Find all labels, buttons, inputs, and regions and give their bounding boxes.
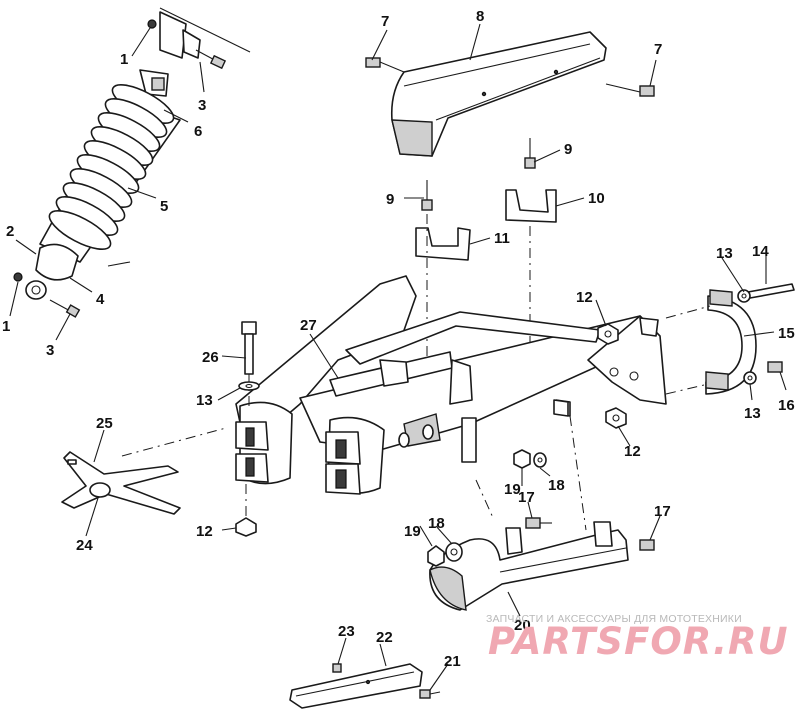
screw-21 bbox=[419, 689, 441, 699]
cross-plate bbox=[61, 451, 181, 515]
callout-labels: 1 3 6 5 2 4 1 3 7 8 7 9 9 10 11 13 14 12… bbox=[2, 8, 795, 670]
nut-19-lower bbox=[427, 545, 445, 567]
callout-7-right: 7 bbox=[654, 41, 662, 58]
callout-22: 22 bbox=[376, 629, 393, 646]
bolt-16 bbox=[767, 361, 783, 373]
nut-12-lower bbox=[605, 407, 627, 429]
callout-23: 23 bbox=[338, 623, 355, 640]
callout-8: 8 bbox=[476, 8, 484, 25]
callout-12-lower: 12 bbox=[624, 443, 641, 460]
lower-skid-slide bbox=[429, 521, 629, 611]
callout-11: 11 bbox=[494, 230, 510, 247]
callout-18-lower: 18 bbox=[428, 515, 445, 532]
leader-lines bbox=[9, 23, 787, 691]
bolt-14 bbox=[747, 283, 795, 299]
callout-16: 16 bbox=[778, 397, 795, 414]
callout-9-right: 9 bbox=[564, 141, 572, 158]
callout-10: 10 bbox=[588, 190, 605, 207]
bolt-17-center bbox=[525, 517, 552, 529]
callout-24: 24 bbox=[76, 537, 93, 554]
callout-13-left: 13 bbox=[196, 392, 213, 409]
bolt-9-right bbox=[524, 138, 536, 169]
callout-7-left: 7 bbox=[381, 13, 389, 30]
nut-19-upper bbox=[513, 449, 531, 469]
callout-2: 2 bbox=[6, 223, 14, 240]
washer-18-lower bbox=[445, 542, 463, 562]
nut-12-upper bbox=[597, 323, 619, 345]
top-flap-cover bbox=[390, 31, 607, 157]
callout-26: 26 bbox=[202, 349, 219, 366]
callout-14: 14 bbox=[752, 243, 769, 260]
flap-bolt-left bbox=[365, 57, 405, 73]
callout-20: 20 bbox=[514, 617, 531, 634]
callout-12-upper: 12 bbox=[576, 289, 593, 306]
wear-bar bbox=[289, 663, 423, 709]
washer-13-left bbox=[238, 381, 260, 391]
frame-clamp-center bbox=[325, 416, 385, 495]
frame-clamp-left bbox=[235, 401, 293, 485]
right-clamp-cap bbox=[705, 289, 757, 395]
screw-23 bbox=[332, 663, 342, 673]
watermark-tagline: ЗАПЧАСТИ И АКСЕССУАРЫ ДЛЯ МОТОТЕХНИКИ bbox=[486, 613, 742, 625]
callout-21: 21 bbox=[444, 653, 461, 670]
callout-1-top: 1 bbox=[120, 51, 128, 68]
callout-3-bottom: 3 bbox=[46, 342, 54, 359]
callout-1-bottom: 1 bbox=[2, 318, 10, 335]
callout-25: 25 bbox=[96, 415, 113, 432]
rail-plate bbox=[461, 399, 569, 463]
washer-18-upper bbox=[533, 452, 547, 468]
bolt-26 bbox=[241, 321, 257, 408]
callout-15: 15 bbox=[778, 325, 795, 342]
callout-12-left: 12 bbox=[196, 523, 213, 540]
watermark-logo: PARTSFOR.RU bbox=[488, 620, 789, 663]
callout-6: 6 bbox=[194, 123, 202, 140]
callout-3-top: 3 bbox=[198, 97, 206, 114]
flap-bolt-right bbox=[605, 83, 655, 97]
callout-27: 27 bbox=[300, 317, 317, 334]
bracket-10 bbox=[505, 189, 557, 223]
callout-19-upper: 19 bbox=[504, 481, 521, 498]
callout-13-top-right: 13 bbox=[716, 245, 733, 262]
nut-12-left bbox=[235, 517, 257, 537]
callout-17-right: 17 bbox=[654, 503, 671, 520]
callout-17-center: 17 bbox=[518, 489, 535, 506]
bolt-17-right bbox=[639, 539, 655, 551]
callout-5: 5 bbox=[160, 198, 168, 215]
bolt-9-left bbox=[421, 180, 433, 211]
callout-13-bottom-right: 13 bbox=[744, 405, 761, 422]
shock-absorber bbox=[13, 7, 251, 318]
washer-13-right-top bbox=[737, 289, 751, 303]
callout-4: 4 bbox=[96, 291, 105, 308]
shock-spring-coils bbox=[48, 84, 175, 250]
main-swing-frame bbox=[235, 275, 667, 451]
callout-9-left: 9 bbox=[386, 191, 394, 208]
callout-19-lower: 19 bbox=[404, 523, 421, 540]
callout-18-upper: 18 bbox=[548, 477, 565, 494]
washer-13-right-bottom bbox=[743, 371, 757, 385]
bracket-11 bbox=[415, 227, 471, 261]
